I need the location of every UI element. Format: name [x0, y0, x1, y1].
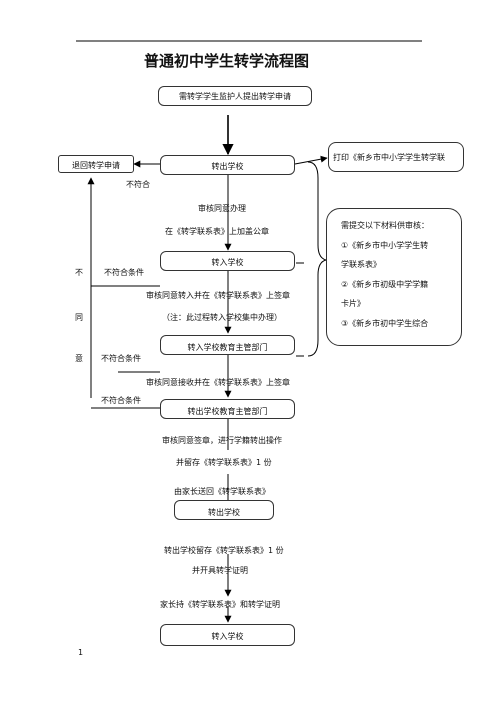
materials-box: 需提交以下材料供审核： ①《新乡市中小学学生转 学联系表》 ②《新乡市初级中学学… — [326, 208, 462, 346]
out-school-label-2: 转出学校 — [208, 508, 240, 517]
materials-item: ③《新乡市初中学生综合 — [341, 319, 429, 328]
reject-label: 不符合条件 — [104, 268, 144, 277]
step-label: 审核同意办理 — [198, 204, 246, 213]
materials-item: ②《新乡市初级中学学籍 — [341, 280, 429, 289]
page-title: 普通初中学生转学流程图 — [144, 52, 310, 70]
side-arrow — [294, 155, 328, 165]
return-box: 退回转学申请 — [58, 155, 134, 173]
reject-vertical-char: 不 — [75, 268, 83, 277]
out-bureau-box: 转出学校教育主管部门 — [160, 399, 295, 419]
print-label: 打印《新乡市中小学学生转学联 — [333, 153, 445, 162]
out-school-box: 转出学校 — [160, 155, 295, 175]
reject-label: 不符合条件 — [101, 396, 141, 405]
step-label: 家长持《转学联系表》和转学证明 — [160, 600, 280, 609]
final-label: 转入学校 — [211, 632, 244, 641]
step-label: 审核同意接收并在《转学联系表》上签章 — [146, 378, 290, 387]
step-label: 由家长送回《转学联系表》 — [174, 487, 270, 496]
in-bureau-label: 转入学校教育主管部门 — [187, 343, 268, 352]
step-label: 转出学校留存《转学联系表》1 份 — [164, 546, 284, 555]
grouping-brace — [307, 161, 327, 357]
page-number: 1 — [78, 648, 84, 657]
out-school-box-2: 转出学校 — [174, 500, 274, 520]
step-label: 审核同意转入并在《转学联系表》上签章 — [146, 291, 290, 300]
step-label: 在《转学联系表》上加盖公章 — [165, 227, 269, 236]
in-bureau-box: 转入学校教育主管部门 — [160, 335, 295, 355]
materials-heading: 需提交以下材料供审核： — [341, 221, 429, 230]
reject-vertical-char: 意 — [75, 354, 83, 363]
step-label: （注：此过程转入学校集中办理） — [162, 313, 282, 322]
in-school-box: 转入学校 — [160, 251, 295, 271]
in-school-label: 转入学校 — [211, 258, 244, 267]
step-label: 审核同意签章，进行学籍转出操作 — [162, 436, 282, 445]
final-box: 转入学校 — [160, 624, 295, 646]
step-label: 并开具转学证明 — [192, 566, 248, 575]
materials-item: ①《新乡市中小学学生转 — [341, 241, 429, 250]
reject-label: 不符合条件 — [101, 354, 141, 363]
step-label: 并留存《转学联系表》1 份 — [176, 458, 272, 467]
reject-label: 不符合 — [126, 180, 150, 189]
out-school-label: 转出学校 — [211, 162, 244, 171]
print-box: 打印《新乡市中小学学生转学联 — [328, 142, 464, 172]
return-label: 退回转学申请 — [72, 161, 120, 170]
out-bureau-label: 转出学校教育主管部门 — [187, 407, 268, 416]
start-box-label: 需转学学生监护人提出转学申请 — [179, 92, 291, 101]
materials-item: 学联系表》 — [341, 260, 381, 269]
materials-item: 卡片》 — [341, 299, 365, 308]
start-box: 需转学学生监护人提出转学申请 — [158, 86, 312, 106]
reject-vertical-char: 同 — [75, 313, 83, 322]
